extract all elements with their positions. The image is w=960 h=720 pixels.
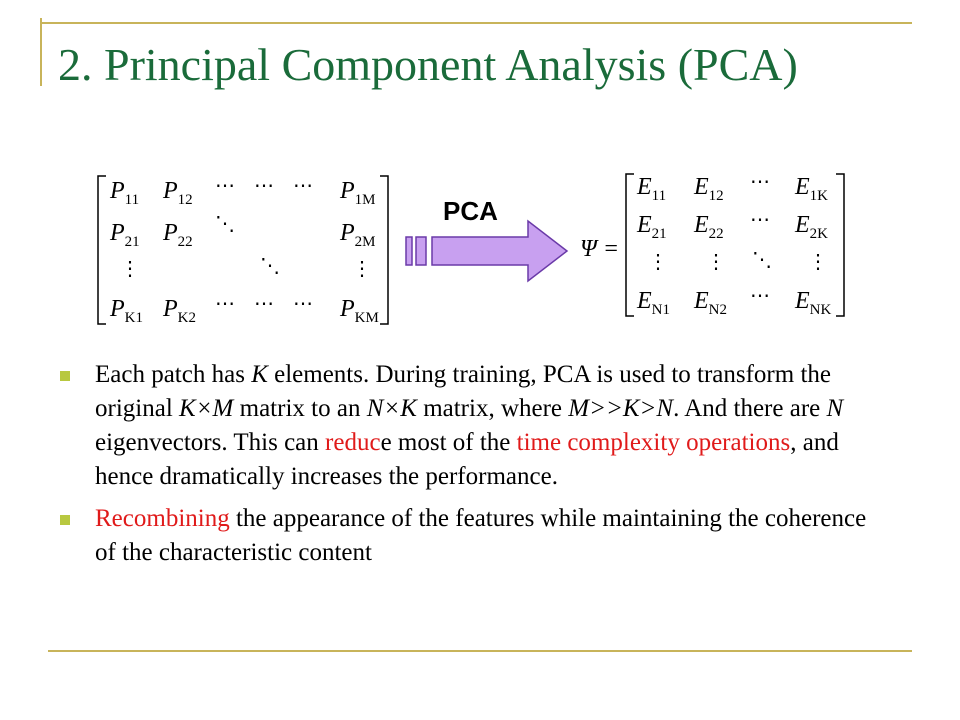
dots-h: ⋯ [215,173,235,197]
bullet-item-training: Each patch has K elements. During traini… [58,358,888,494]
cell-e22: E22 [693,212,724,242]
bullet-square-icon [60,371,70,381]
matrix-p-right-bracket [380,175,389,325]
cell-e12: E12 [693,174,724,204]
dots-v: ⋮ [808,249,828,273]
slide-title: 2. Principal Component Analysis (PCA) [58,39,798,90]
highlight-recombining: Recombining [95,505,230,532]
cell-e11: E11 [636,174,666,204]
dots-h: ⋯ [293,173,313,197]
dots-v: ⋮ [648,249,668,273]
matrix-e-right-bracket [836,173,845,317]
dots-h: ⋯ [254,291,274,315]
pca-diagram: P11 P12 ⋯ ⋯ ⋯ P1M P21 P22 ⋱ P2M ⋮ ⋱ ⋮ PK… [97,169,845,326]
cell-en1: EN1 [636,288,670,318]
decorative-vertical-line [40,18,42,86]
cell-pk2: PK2 [162,296,196,326]
cell-p12: P12 [162,178,193,208]
bullet-item-recombining: Recombining the appearance of the featur… [58,502,888,570]
bullet-list: Each patch has K elements. During traini… [58,358,888,578]
arrow-label: PCA [443,196,498,226]
matrix-p: P11 P12 ⋯ ⋯ ⋯ P1M P21 P22 ⋱ P2M ⋮ ⋱ ⋮ PK… [97,173,389,326]
cell-en2: EN2 [693,288,727,318]
cell-p22: P22 [162,220,193,250]
decorative-top-line [40,22,912,24]
dots-h: ⋯ [215,291,235,315]
arrow-body [431,219,569,283]
cell-p21: P21 [109,220,140,250]
arrow-stripe [405,236,413,266]
cell-e1k: E1K [794,174,828,204]
cell-p1m: P1M [339,178,376,208]
dots-h: ⋯ [293,291,313,315]
dots-v: ⋮ [352,256,372,280]
dots-d: ⋱ [260,253,280,277]
dots-h: ⋯ [750,207,770,231]
cell-e21: E21 [636,212,667,242]
highlight-time-complexity: time complexity operations [516,429,791,456]
cell-p2m: P2M [339,220,376,250]
dots-d: ⋱ [215,211,235,235]
dots-v: ⋮ [706,249,726,273]
dots-d: ⋱ [752,247,772,271]
pca-arrow: PCA [405,196,569,283]
cell-p11: P11 [109,178,139,208]
dots-h: ⋯ [254,173,274,197]
dots-h: ⋯ [750,169,770,193]
matrix-e: E11 E12 ⋯ E1K E21 E22 ⋯ E2K ⋮ ⋮ ⋱ ⋮ EN1 … [625,169,845,318]
cell-enk: ENK [794,288,832,318]
highlight-reduce: reduc [325,429,381,456]
psi-label: Ψ = [580,236,619,262]
matrix-p-left-bracket [97,175,106,325]
arrow-stripe [415,236,427,266]
cell-e2k: E2K [794,212,828,242]
bullet-square-icon [60,515,70,525]
matrix-e-left-bracket [625,173,634,317]
cell-pk1: PK1 [109,296,143,326]
cell-pkm: PKM [339,296,379,326]
dots-h: ⋯ [750,283,770,307]
dots-v: ⋮ [120,256,140,280]
decorative-bottom-line [48,650,912,652]
